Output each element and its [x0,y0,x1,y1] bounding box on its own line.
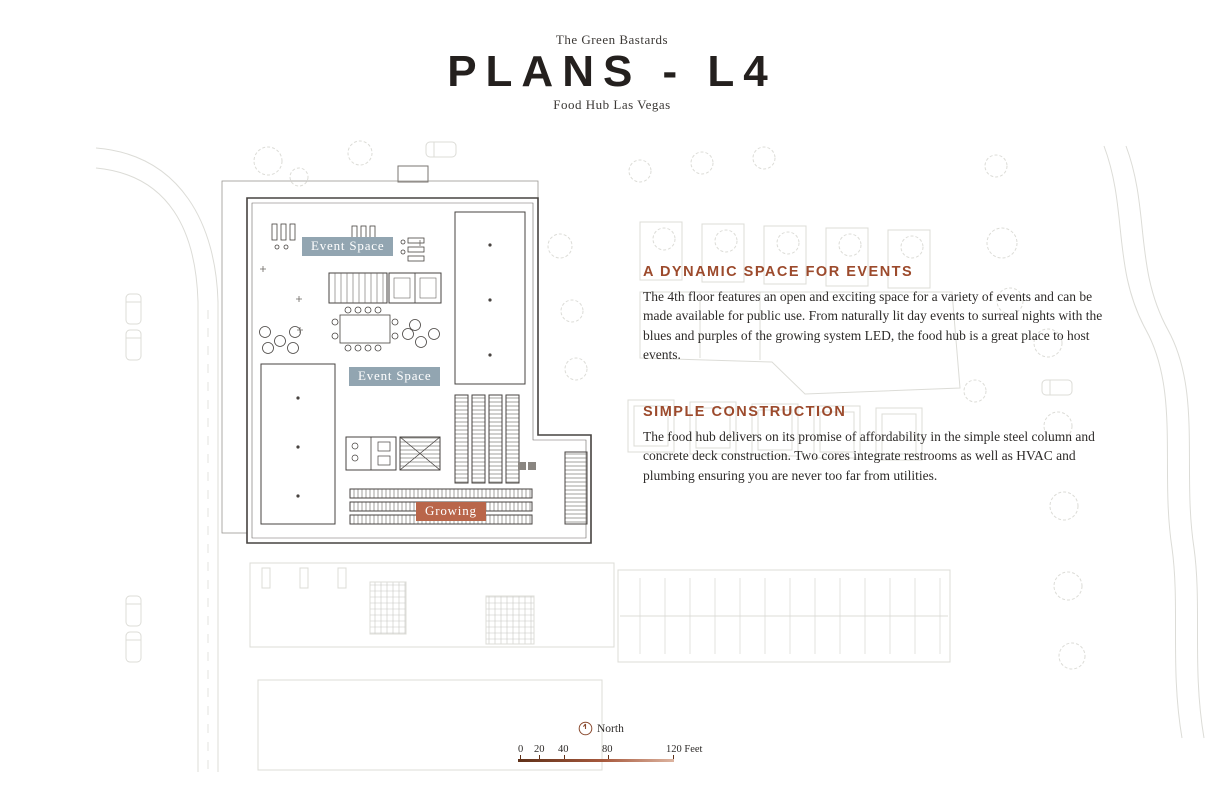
north-arrow-icon [578,721,593,736]
north-label: North [597,722,624,735]
site-linework [95,140,1205,772]
scale-tick [564,755,565,762]
scale-tick [520,755,521,762]
scale-tick-label: 40 [558,744,569,755]
scale-tick-label: 120 Feet [666,744,703,755]
scale-tick [673,755,674,762]
growing-label: Growing [416,502,486,521]
events-body: The 4th floor features an open and excit… [643,289,1103,363]
scale-gradient-bar [518,759,674,762]
construction-heading: SIMPLE CONSTRUCTION [643,404,847,420]
round-tables [259,319,440,354]
events-section: A DYNAMIC SPACE FOR EVENTS The 4th floor… [643,264,1121,365]
event-table [331,306,399,352]
building-plan [221,165,592,544]
north-indicator: North [578,721,624,736]
scale-tick-label: 80 [602,744,613,755]
lower-core [345,436,441,471]
scale-tick-label: 0 [518,744,524,755]
upper-core [328,272,442,304]
growing-racks-vertical [454,394,520,484]
title-block: The Green Bastards PLANS - L4 Food Hub L… [0,32,1224,113]
event-space-label-upper: Event Space [302,237,394,256]
project-team-name: The Green Bastards [555,32,669,47]
sheet-title: PLANS - L4 [447,47,777,96]
scale-tick [608,755,609,762]
scale-bar: 0 20 40 80 120 Feet [518,744,728,768]
events-heading: A DYNAMIC SPACE FOR EVENTS [643,264,914,280]
event-space-label-lower: Event Space [349,367,441,386]
parked-cars [125,141,1073,663]
project-name: Food Hub Las Vegas [553,97,671,113]
scale-tick [539,755,540,762]
construction-body: The food hub delivers on its promise of … [643,429,1095,483]
construction-section: SIMPLE CONSTRUCTION The food hub deliver… [643,404,1121,485]
scale-tick-label: 20 [534,744,545,755]
